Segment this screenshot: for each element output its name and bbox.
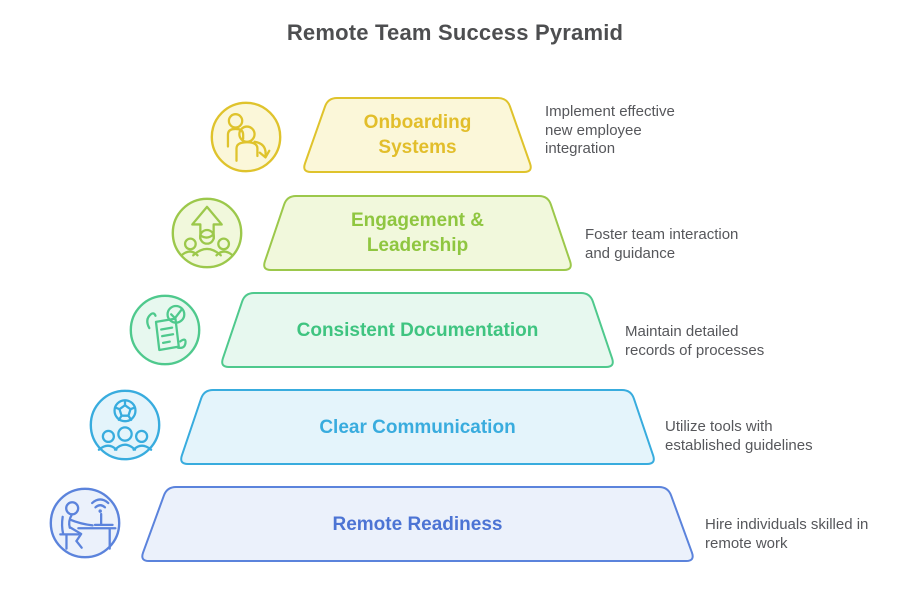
document-check-hands-icon <box>127 292 203 368</box>
team-growth-arrow-icon <box>169 195 245 271</box>
tier-label: Clear Communication <box>319 416 516 438</box>
tier-description: Implement effective new employee integra… <box>545 103 675 157</box>
tier-description: Hire individuals skilled in remote work <box>705 516 869 552</box>
tier-shape: Consistent Documentation <box>220 292 615 368</box>
tier-description: Maintain detailed records of processes <box>625 323 765 359</box>
onboarding-people-arrow-icon <box>208 99 284 175</box>
tier-description: Foster team interaction and guidance <box>585 226 739 262</box>
tier-label: Onboarding Systems <box>363 112 472 158</box>
tier-label: Remote Readiness <box>332 513 503 535</box>
tier-label: Consistent Documentation <box>296 319 539 341</box>
tier-shape: Onboarding Systems <box>302 97 533 173</box>
tier-shape: Clear Communication <box>179 389 656 465</box>
global-team-icon <box>87 387 163 463</box>
tier-label: Engagement & Leadership <box>350 210 485 256</box>
diagram-title: Remote Team Success Pyramid <box>286 20 624 45</box>
tier-description: Utilize tools with established guideline… <box>665 418 813 454</box>
remote-worker-desk-icon <box>47 485 123 561</box>
tier-shape: Remote Readiness <box>140 486 695 562</box>
tier-shape: Engagement & Leadership <box>262 195 573 271</box>
